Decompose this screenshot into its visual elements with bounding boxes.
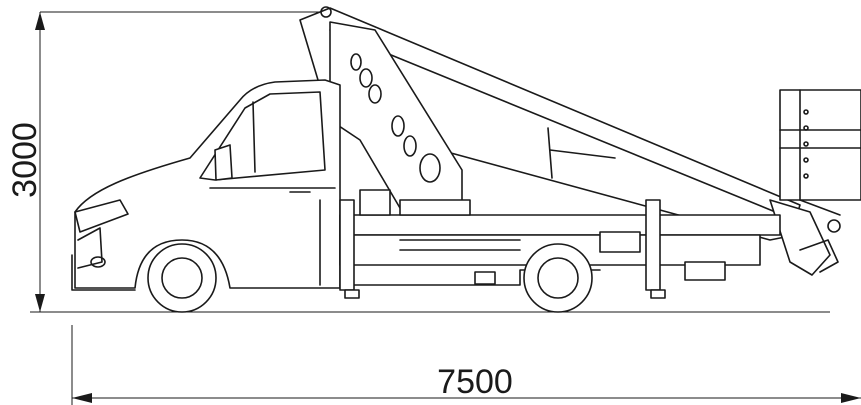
- work-platform-basket: [779, 89, 861, 216]
- front-wheel: [147, 243, 217, 313]
- van-cab: [71, 79, 341, 291]
- height-dimension-label: 3000: [6, 122, 44, 198]
- boom: [299, 6, 841, 276]
- height-dimension: [35, 11, 330, 312]
- rear-wheel: [523, 243, 593, 313]
- length-dimension: [71, 325, 861, 405]
- boom-cutouts: [350, 53, 441, 183]
- stabilizer-legs: [339, 199, 666, 299]
- length-dimension-label: 7500: [437, 363, 513, 401]
